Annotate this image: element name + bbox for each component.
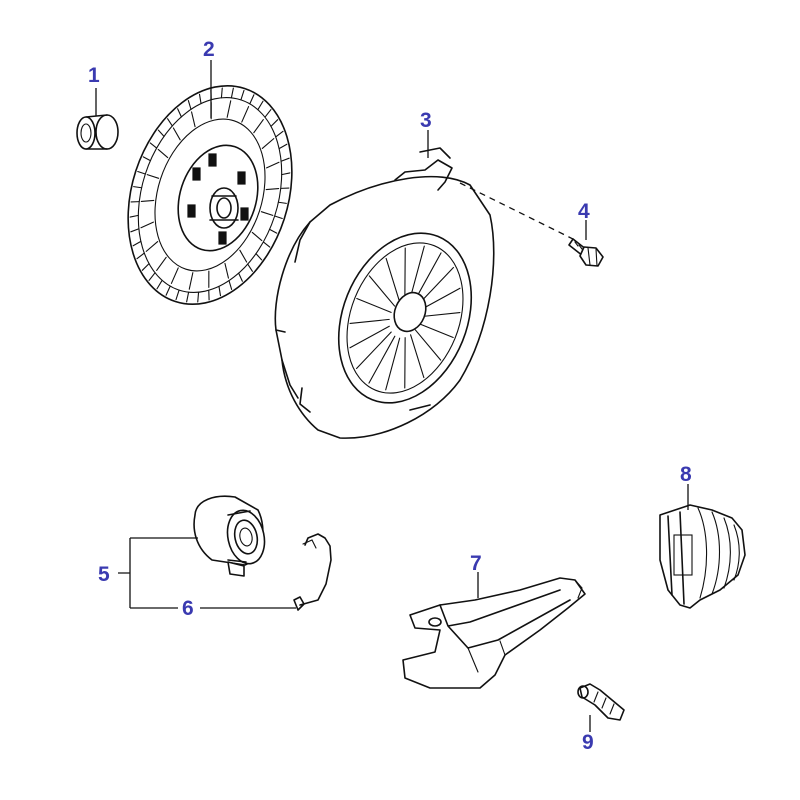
callout-7: 7 (470, 552, 482, 575)
callout-6: 6 (182, 597, 194, 620)
dust-boot-icon[interactable] (659, 504, 746, 609)
callout-2: 2 (203, 38, 215, 61)
callout-1: 1 (88, 64, 100, 87)
callout-labels: 1 2 3 4 5 6 7 8 9 (88, 38, 692, 754)
retaining-clip-icon[interactable] (293, 533, 332, 611)
release-bearing-icon[interactable] (193, 495, 269, 577)
leader-lines (95, 60, 689, 732)
bolt-icon[interactable] (568, 238, 604, 267)
clutch-disc-icon[interactable] (101, 64, 319, 325)
callout-3: 3 (420, 109, 432, 132)
callout-8: 8 (680, 463, 692, 486)
callout-4: 4 (578, 200, 590, 223)
pivot-stud-icon[interactable] (577, 683, 625, 721)
pilot-bearing-icon[interactable] (76, 114, 119, 150)
callout-9: 9 (582, 731, 594, 754)
release-fork-icon[interactable] (402, 577, 586, 689)
pressure-plate-cover-icon[interactable] (274, 147, 495, 439)
callout-5: 5 (98, 563, 110, 586)
